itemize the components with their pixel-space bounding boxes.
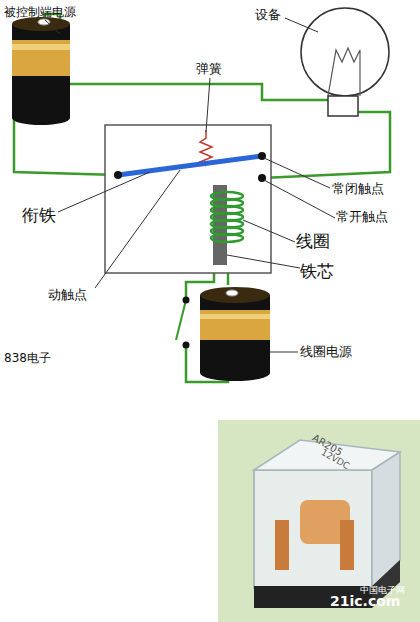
part-label: 中国电子网 <box>360 586 405 596</box>
part-label: 被控制端电源 <box>4 6 76 19</box>
part-label: 线圈电源 <box>300 345 352 359</box>
part-label: 常闭触点 <box>332 182 384 196</box>
part-label: 838电子 <box>4 352 51 365</box>
part-label: 弹簧 <box>196 62 222 76</box>
iron-core <box>213 185 227 265</box>
load-battery <box>12 17 70 125</box>
relay-photo <box>218 420 420 622</box>
lamp <box>301 8 389 116</box>
part-label: 线圈 <box>296 232 330 251</box>
part-label: 21ic.com <box>330 594 400 609</box>
part-label: 铁芯 <box>300 262 334 281</box>
coil-winding <box>211 192 243 242</box>
relay-case <box>105 125 271 273</box>
coil-battery <box>200 287 270 381</box>
part-label: 衔铁 <box>22 206 56 225</box>
part-label: 设备 <box>255 8 281 22</box>
switch-symbol <box>176 297 190 349</box>
part-label: 常开触点 <box>336 210 388 224</box>
part-label: 动触点 <box>48 288 87 302</box>
leader-lines <box>45 18 335 352</box>
armature-bar <box>118 156 262 175</box>
